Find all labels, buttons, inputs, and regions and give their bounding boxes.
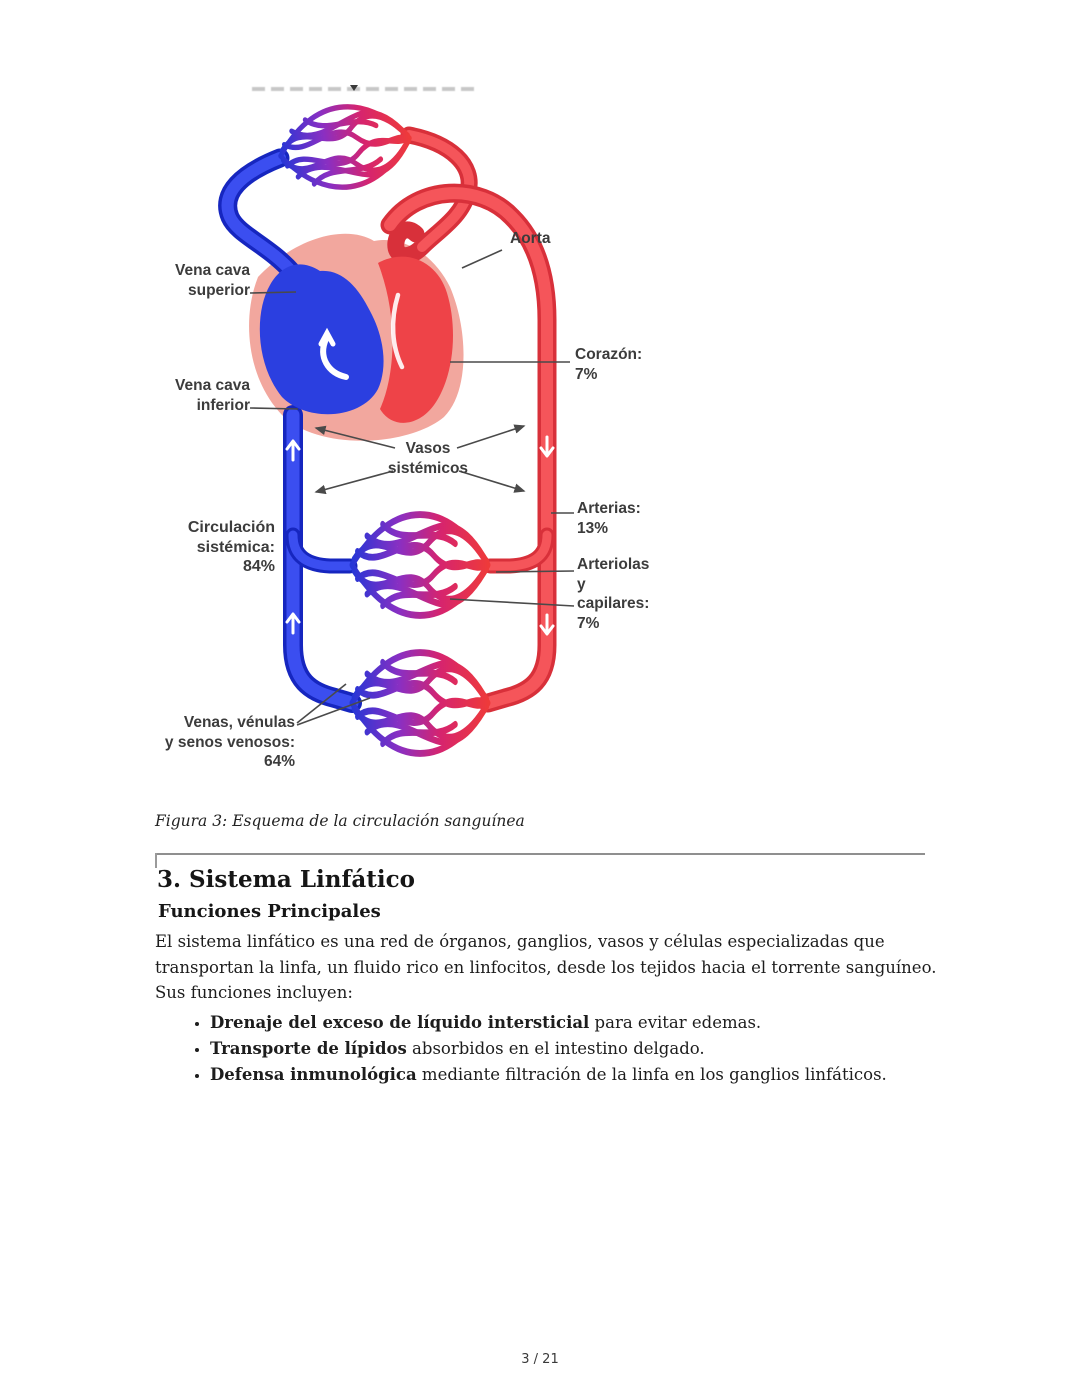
- cropped-arrow-artifact: [350, 85, 358, 91]
- label-vena-cava-superior: Vena cava superior: [175, 262, 250, 299]
- section-paragraph: El sistema linfático es una red de órgan…: [155, 932, 937, 1002]
- bullet-rest-text: absorbidos en el intestino delgado.: [406, 1039, 705, 1058]
- figure-caption: Figura 3: Esquema de la circulación sang…: [155, 812, 525, 830]
- vein-flow-up-icon: [285, 612, 301, 635]
- label-venas-venulas: Venas, vénulas y senos venosos: 64%: [164, 714, 295, 770]
- label-vasos-sistemicos: Vasos sistémicos: [387, 440, 469, 477]
- label-arteriolas-capilares: Arteriolas y capilares: 7%: [577, 556, 650, 632]
- cropped-text-artifact: [252, 87, 478, 91]
- section-heading: 3. Sistema Linfático: [157, 866, 415, 893]
- label-circulacion-sistemica: Circulación sistémica: 84%: [187, 519, 275, 575]
- artery-tube: [380, 183, 557, 713]
- list-item: Defensa inmunológica mediante filtración…: [210, 1062, 1025, 1088]
- pulmonary-capillaries-mesh: [275, 98, 415, 195]
- section-divider: [155, 853, 925, 855]
- label-pointer-lines: [249, 249, 575, 726]
- page-number: 3 / 21: [521, 1352, 559, 1367]
- label-vena-cava-inferior: Vena cava inferior: [175, 377, 250, 414]
- bullet-rest-text: para evitar edemas.: [589, 1013, 762, 1032]
- section-subheading: Funciones Principales: [158, 901, 381, 922]
- vein-tube: [283, 405, 362, 713]
- heart-valve-swirl: [318, 292, 405, 380]
- label-aorta: Aorta: [510, 230, 551, 247]
- vein-flow-up-icon: [285, 439, 301, 462]
- label-corazon: Corazón: 7%: [575, 346, 643, 383]
- label-arterias: Arterias: 13%: [577, 500, 641, 537]
- artery-flow-down-icon: [539, 613, 555, 636]
- circulation-diagram: [218, 85, 575, 797]
- section-divider-tick: [155, 853, 157, 868]
- circulation-figure: Aorta Vena cava superior Corazón: 7% Ven…: [150, 85, 930, 797]
- lower-systemic-capillaries-mesh: [352, 653, 488, 754]
- flow-arrow-icons: [285, 435, 555, 636]
- artery-flow-down-icon: [539, 435, 555, 458]
- list-item: Drenaje del exceso de líquido interstici…: [210, 1010, 1025, 1036]
- bullet-bold-text: Transporte de lípidos: [210, 1039, 407, 1058]
- bullet-rest-text: mediante filtración de la linfa en los g…: [416, 1065, 887, 1084]
- list-item: Transporte de lípidos absorbidos en el i…: [210, 1036, 1025, 1062]
- functions-bullet-list: Drenaje del exceso de líquido interstici…: [155, 1010, 1025, 1088]
- bullet-bold-text: Defensa inmunológica: [210, 1065, 417, 1084]
- bullet-bold-text: Drenaje del exceso de líquido interstici…: [210, 1013, 590, 1032]
